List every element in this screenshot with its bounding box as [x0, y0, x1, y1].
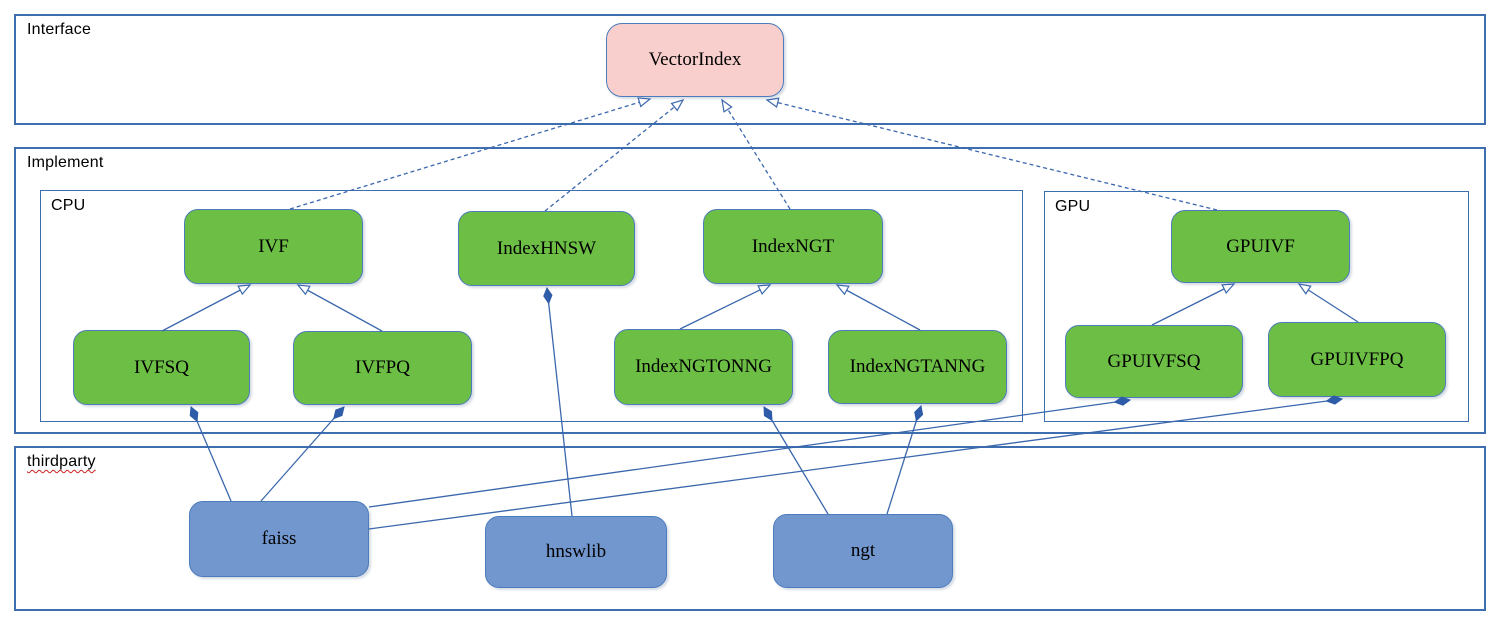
- node-faiss-label: faiss: [261, 528, 297, 549]
- node-ivf: IVF: [184, 209, 363, 284]
- node-ivf-label: IVF: [258, 235, 289, 257]
- node-indexhnsw-label: IndexHNSW: [496, 237, 597, 259]
- node-ngt-label: ngt: [850, 540, 876, 561]
- node-indexngtonng: IndexNGTONNG: [614, 329, 793, 405]
- node-indexhnsw: IndexHNSW: [458, 211, 635, 286]
- node-ngt: ngt: [773, 514, 953, 588]
- node-indexngt: IndexNGT: [703, 209, 883, 284]
- node-ivfsq: IVFSQ: [73, 330, 250, 405]
- section-interface-label: Interface: [27, 21, 92, 38]
- node-gpuivf: GPUIVF: [1171, 210, 1350, 283]
- node-gpuivfpq: GPUIVFPQ: [1268, 322, 1446, 397]
- node-ivfsq-label: IVFSQ: [134, 356, 189, 378]
- node-hnswlib: hnswlib: [485, 516, 667, 588]
- node-vectorindex-label: VectorIndex: [648, 49, 742, 70]
- node-indexngtonng-label: IndexNGTONNG: [635, 356, 772, 377]
- node-hnswlib-label: hnswlib: [545, 541, 607, 562]
- group-cpu-label: CPU: [51, 197, 86, 214]
- node-gpuivfsq: GPUIVFSQ: [1065, 325, 1243, 398]
- section-implement-label: Implement: [27, 154, 104, 171]
- node-vectorindex: VectorIndex: [606, 23, 784, 97]
- node-gpuivfsq-label: GPUIVFSQ: [1107, 350, 1201, 372]
- section-thirdparty-label: thirdparty: [27, 453, 96, 470]
- node-indexngt-label: IndexNGT: [751, 235, 835, 257]
- node-indexngtanng-label: IndexNGTANNG: [849, 356, 986, 377]
- node-gpuivf-label: GPUIVF: [1226, 235, 1295, 257]
- group-gpu-label: GPU: [1055, 198, 1091, 215]
- node-faiss: faiss: [189, 501, 369, 577]
- node-ivfpq: IVFPQ: [293, 331, 472, 405]
- node-ivfpq-label: IVFPQ: [355, 357, 410, 378]
- node-gpuivfpq-label: GPUIVFPQ: [1310, 348, 1404, 370]
- node-indexngtanng: IndexNGTANNG: [828, 330, 1007, 404]
